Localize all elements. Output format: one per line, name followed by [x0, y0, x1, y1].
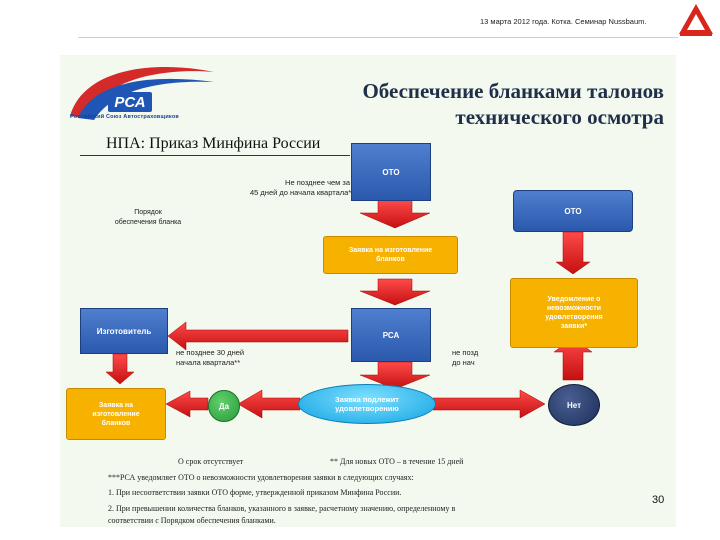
- procedure-label: Порядок обеспечения бланка: [108, 208, 188, 228]
- rsa-logo-icon: РСА: [70, 67, 214, 120]
- slide-title-line2: технического осмотра: [455, 105, 664, 129]
- arrow-left-manufacturer: [167, 321, 349, 351]
- company-logo-icon: [679, 4, 713, 36]
- request-left-line1: Заявка на: [98, 401, 134, 409]
- notice-line1: Уведомление о: [547, 296, 601, 303]
- deadline-45-label: Не позднее чем за 45 дней до начала квар…: [250, 178, 352, 198]
- notice-scroll: Уведомление о невозможности удовлетворен…: [510, 278, 638, 348]
- page-number: 30: [652, 494, 665, 506]
- note-line5: соответствии с Порядком обеспечения блан…: [108, 516, 276, 525]
- arrow-right-no: [432, 389, 546, 419]
- request-left-line3: бланков: [101, 419, 131, 427]
- rsa-caption: Российский Союз Автостраховщиков: [70, 114, 179, 120]
- note-line4: 2. При превышении количества бланков, ук…: [108, 504, 456, 513]
- arrow-down-manufacturer: [105, 353, 135, 385]
- oto-top-box: ОТО: [351, 143, 431, 201]
- arrow-down-2: [359, 278, 431, 306]
- arrow-down-1: [359, 199, 431, 229]
- oval-line1: Заявка подлежит: [335, 395, 399, 404]
- note-line1b: ** Для новых ОТО – в течение 15 дней: [330, 457, 464, 466]
- deadline-30-label: не позднее 30 дней начала квартала**: [176, 348, 244, 368]
- arrow-down-3: [359, 361, 431, 390]
- slide-title: Обеспечение бланками талонов техническог…: [250, 78, 664, 130]
- notice-line4: заявки*: [560, 323, 588, 330]
- deadline-45-line1: Не позднее чем за: [285, 178, 350, 187]
- rsa-box: РСА: [351, 308, 431, 362]
- header-text: 13 марта 2012 года. Котка. Семинар Nussb…: [480, 17, 647, 26]
- procedure-line1: Порядок: [134, 209, 162, 216]
- request-approved-oval: Заявка подлежит удовлетворению: [298, 384, 436, 424]
- oto-right-box: ОТО: [513, 190, 633, 232]
- arrow-left-yes: [237, 389, 301, 419]
- slide-title-line1: Обеспечение бланками талонов: [362, 79, 664, 103]
- oval-line2: удовлетворению: [335, 404, 399, 413]
- request-left-scroll: Заявка на изготовление бланков: [66, 388, 166, 440]
- yes-decision: Да: [208, 390, 240, 422]
- procedure-line2: обеспечения бланка: [114, 219, 182, 226]
- notice-line2: невозможности: [546, 305, 602, 312]
- request-production-line2: бланков: [376, 256, 405, 263]
- deadline-right-line2: до нач: [452, 358, 475, 367]
- subtitle-underline: [80, 155, 350, 156]
- deadline-right-label: не позд до нач: [452, 348, 478, 368]
- request-production-scroll: Заявка на изготовление бланков: [323, 236, 458, 274]
- deadline-45-line2: 45 дней до начала квартала*: [250, 188, 352, 197]
- deadline-right-line1: не позд: [452, 348, 479, 357]
- deadline-30-line1: не позднее 30 дней: [176, 348, 245, 357]
- header-divider: [78, 37, 678, 38]
- arrow-down-oto-right: [555, 231, 591, 275]
- note-line1a: О срок отсутствует: [178, 457, 244, 466]
- request-left-line2: изготовление: [92, 410, 140, 418]
- slide-subtitle: НПА: Приказ Минфина России: [106, 135, 321, 152]
- request-production-line1: Заявка на изготовление: [348, 247, 433, 254]
- manufacturer-box: Изготовитель: [80, 308, 168, 354]
- note-line3: 1. При несоответствии заявки ОТО форме, …: [108, 488, 402, 497]
- arrow-left-request: [165, 390, 209, 418]
- notice-line3: удовлетворения: [545, 314, 603, 321]
- note-line2: ***РСА уведомляет ОТО о невозможности уд…: [108, 473, 414, 482]
- deadline-30-line2: начала квартала**: [176, 358, 241, 367]
- no-decision: Нет: [548, 384, 600, 426]
- svg-text:РСА: РСА: [114, 94, 145, 111]
